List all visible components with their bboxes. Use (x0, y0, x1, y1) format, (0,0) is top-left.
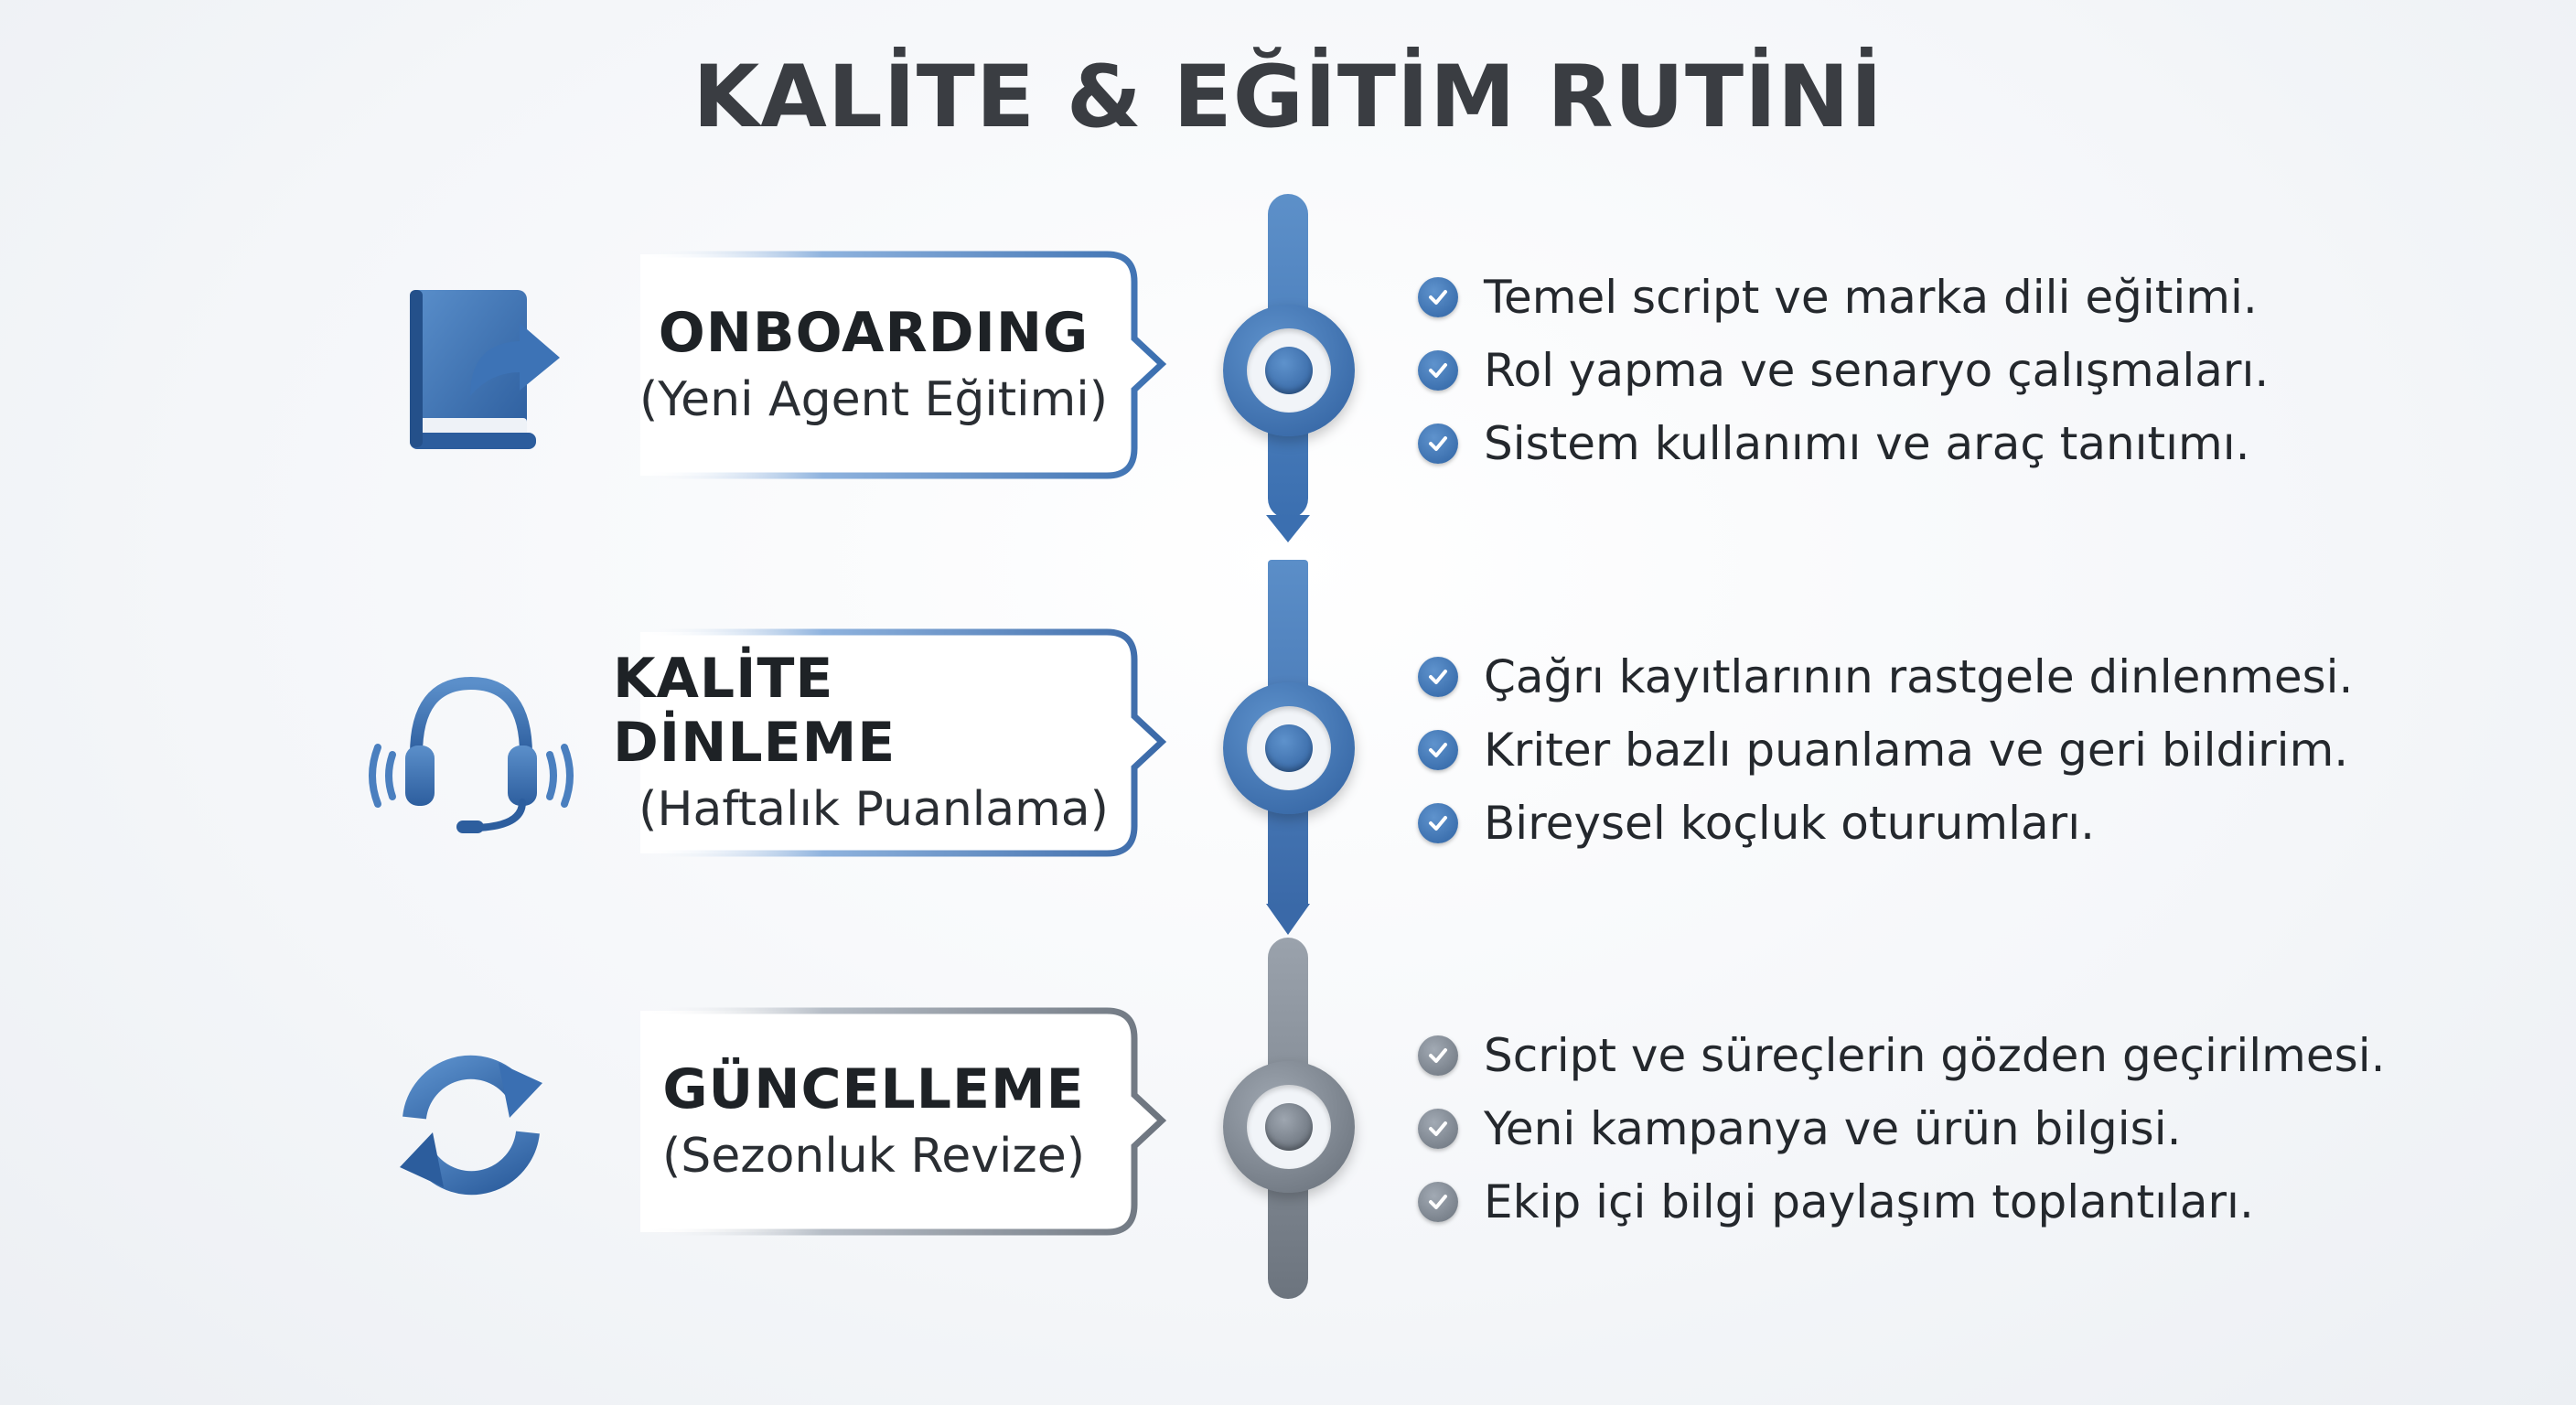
check-icon (1418, 730, 1458, 770)
check-icon (1418, 1182, 1458, 1222)
list-item: Ekip içi bilgi paylaşım toplantıları. (1418, 1165, 2385, 1239)
check-icon (1418, 277, 1458, 317)
step-title: KALİTE DİNLEME (613, 646, 896, 775)
step-title: GÜNCELLEME (662, 1056, 1085, 1121)
check-icon (1418, 803, 1458, 843)
page-title: KALİTE & EĞİTİM RUTİNİ (692, 48, 1884, 147)
check-icon (1418, 1109, 1458, 1149)
bullet-list-onboarding: Temel script ve marka dili eğitimi. Rol … (1418, 261, 2269, 480)
timeline-arrow-1 (1266, 515, 1310, 542)
bullet-list-guncelleme: Script ve süreçlerin gözden geçirilmesi.… (1418, 1019, 2385, 1239)
headset-icon (361, 663, 581, 841)
timeline-node-1 (1223, 305, 1355, 436)
check-icon (1418, 424, 1458, 464)
step-subtitle: (Haftalık Puanlama) (639, 781, 1109, 837)
check-icon (1418, 657, 1458, 697)
list-item: Çağrı kayıtlarının rastgele dinlenmesi. (1418, 640, 2353, 713)
refresh-icon (389, 1043, 553, 1211)
timeline-arrow-2 (1266, 904, 1310, 935)
book-arrow-icon (402, 286, 576, 464)
timeline-node-2 (1223, 682, 1355, 814)
list-item: Yeni kampanya ve ürün bilgisi. (1418, 1092, 2385, 1165)
check-icon (1418, 1035, 1458, 1076)
list-item: Kriter bazlı puanlama ve geri bildirim. (1418, 713, 2353, 787)
list-item: Rol yapma ve senaryo çalışmaları. (1418, 334, 2269, 407)
timeline-node-3 (1223, 1061, 1355, 1193)
list-item: Sistem kullanımı ve araç tanıtımı. (1418, 407, 2269, 480)
step-subtitle: (Yeni Agent Eğitimi) (639, 371, 1109, 427)
list-item: Bireysel koçluk oturumları. (1418, 787, 2353, 860)
step-card-onboarding: ONBOARDING (Yeni Agent Eğitimi) (613, 247, 1171, 489)
step-card-kalite-dinleme: KALİTE DİNLEME (Haftalık Puanlama) (613, 625, 1171, 867)
list-item: Temel script ve marka dili eğitimi. (1418, 261, 2269, 334)
bullet-list-kalite-dinleme: Çağrı kayıtlarının rastgele dinlenmesi. … (1418, 640, 2353, 860)
check-icon (1418, 350, 1458, 391)
step-subtitle: (Sezonluk Revize) (662, 1128, 1085, 1184)
step-card-guncelleme: GÜNCELLEME (Sezonluk Revize) (613, 1003, 1171, 1246)
step-title: ONBOARDING (658, 300, 1089, 365)
list-item: Script ve süreçlerin gözden geçirilmesi. (1418, 1019, 2385, 1092)
